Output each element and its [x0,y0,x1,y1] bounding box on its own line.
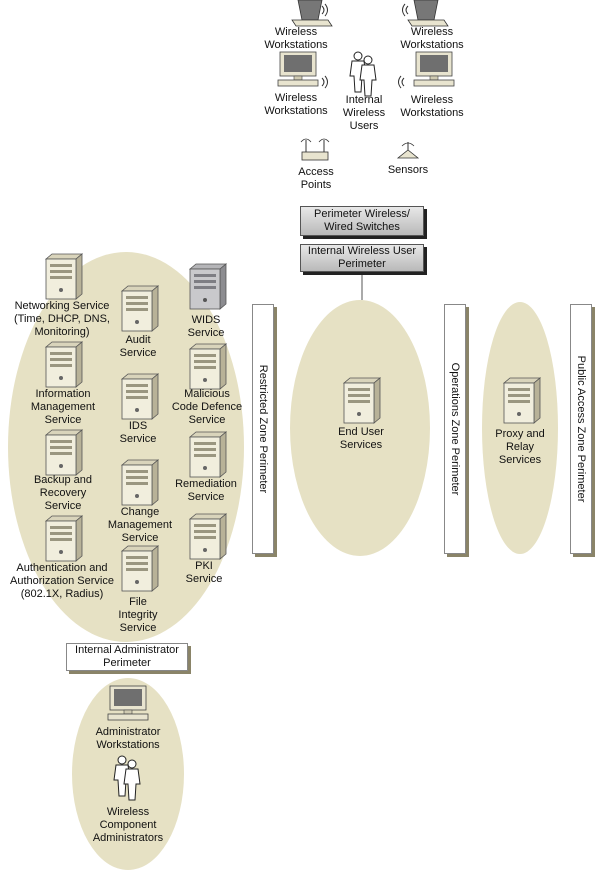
end-user-zone-ellipse [290,300,430,556]
wireless-waves-icon [321,75,328,89]
auth-server-icon [45,515,83,562]
networking-service-label: Networking Service(Time, DHCP, DNS,Monit… [14,300,110,338]
wireless-waves-icon [321,3,328,17]
restricted-zone-perimeter: Restricted Zone Perimeter [252,304,274,554]
information-server-icon [45,341,83,388]
sensors-label: Sensors [387,164,429,176]
proxy-server-icon [503,377,541,424]
ids-server-icon [121,373,159,420]
public-zone-ellipse [482,302,558,554]
desktop-icon [277,51,319,87]
perimeter-switches-box: Perimeter Wireless/Wired Switches [300,206,424,236]
pki-server-icon [189,513,227,560]
laptop-icon [291,0,333,27]
desktop-icon [413,51,455,87]
backup-server-icon [45,429,83,476]
admin-desktop-icon [107,685,149,721]
end-user-server-icon [343,377,381,424]
wireless-waves-icon [398,75,405,89]
wireless-waves-icon [402,3,409,17]
networking-server-icon [45,253,83,300]
remediation-server-icon [189,431,227,478]
audit-server-icon [121,285,159,332]
operations-zone-perimeter: Operations Zone Perimeter [444,304,466,554]
sensor-icon [396,142,420,159]
access-point-icon [300,138,330,161]
wids-server-icon [189,263,227,310]
laptop-icon [407,0,449,27]
malicious-code-server-icon [189,343,227,390]
change-management-server-icon [121,459,159,506]
public-access-zone-perimeter: Public Access Zone Perimeter [570,304,592,554]
file-integrity-server-icon [121,545,159,592]
